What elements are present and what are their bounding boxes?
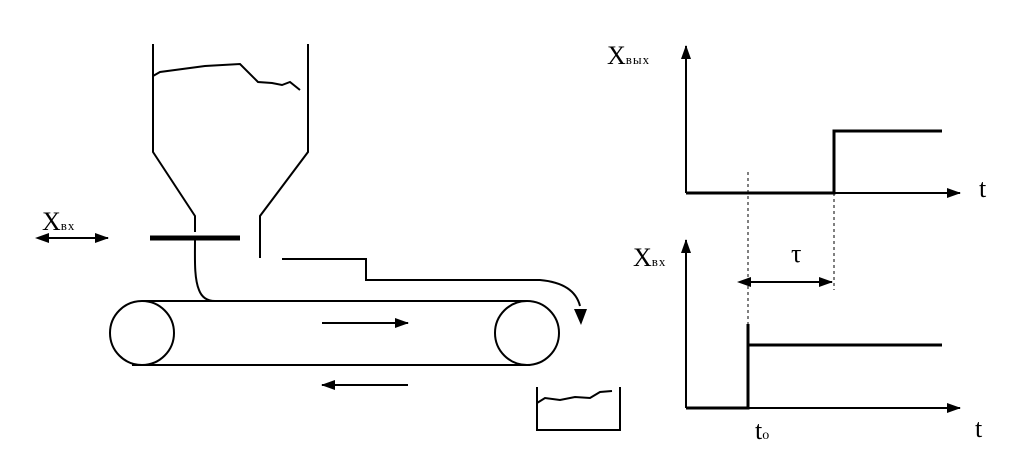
output-x-axis-label: t <box>979 174 987 203</box>
conveyor-drum-right <box>494 300 560 366</box>
input-step-curve <box>686 324 942 410</box>
hopper-material-surface <box>152 62 301 91</box>
bin-material-surface <box>536 390 613 404</box>
discharge-arrow <box>574 309 587 325</box>
hopper-left-wall <box>152 44 196 232</box>
bin-walls <box>536 387 621 431</box>
conveyor-drum-left <box>109 300 175 366</box>
output-graph-axes <box>681 45 961 198</box>
hopper <box>152 44 309 258</box>
input-y-axis-label: Xвх <box>633 243 667 272</box>
receiving-bin <box>536 387 621 431</box>
input-x-axis-label: t <box>975 414 983 443</box>
output-step-curve <box>686 129 942 195</box>
conveyor <box>109 300 560 366</box>
t0-label: to <box>755 416 770 445</box>
hopper-right-wall <box>259 44 309 258</box>
output-y-axis-label: Xвых <box>607 41 651 70</box>
material-stream <box>193 239 216 302</box>
delay-tau-label: τ <box>791 239 802 268</box>
input-graph-axes <box>681 239 961 413</box>
material-layer <box>282 258 581 307</box>
input-label-scheme: Xвх <box>42 207 76 236</box>
